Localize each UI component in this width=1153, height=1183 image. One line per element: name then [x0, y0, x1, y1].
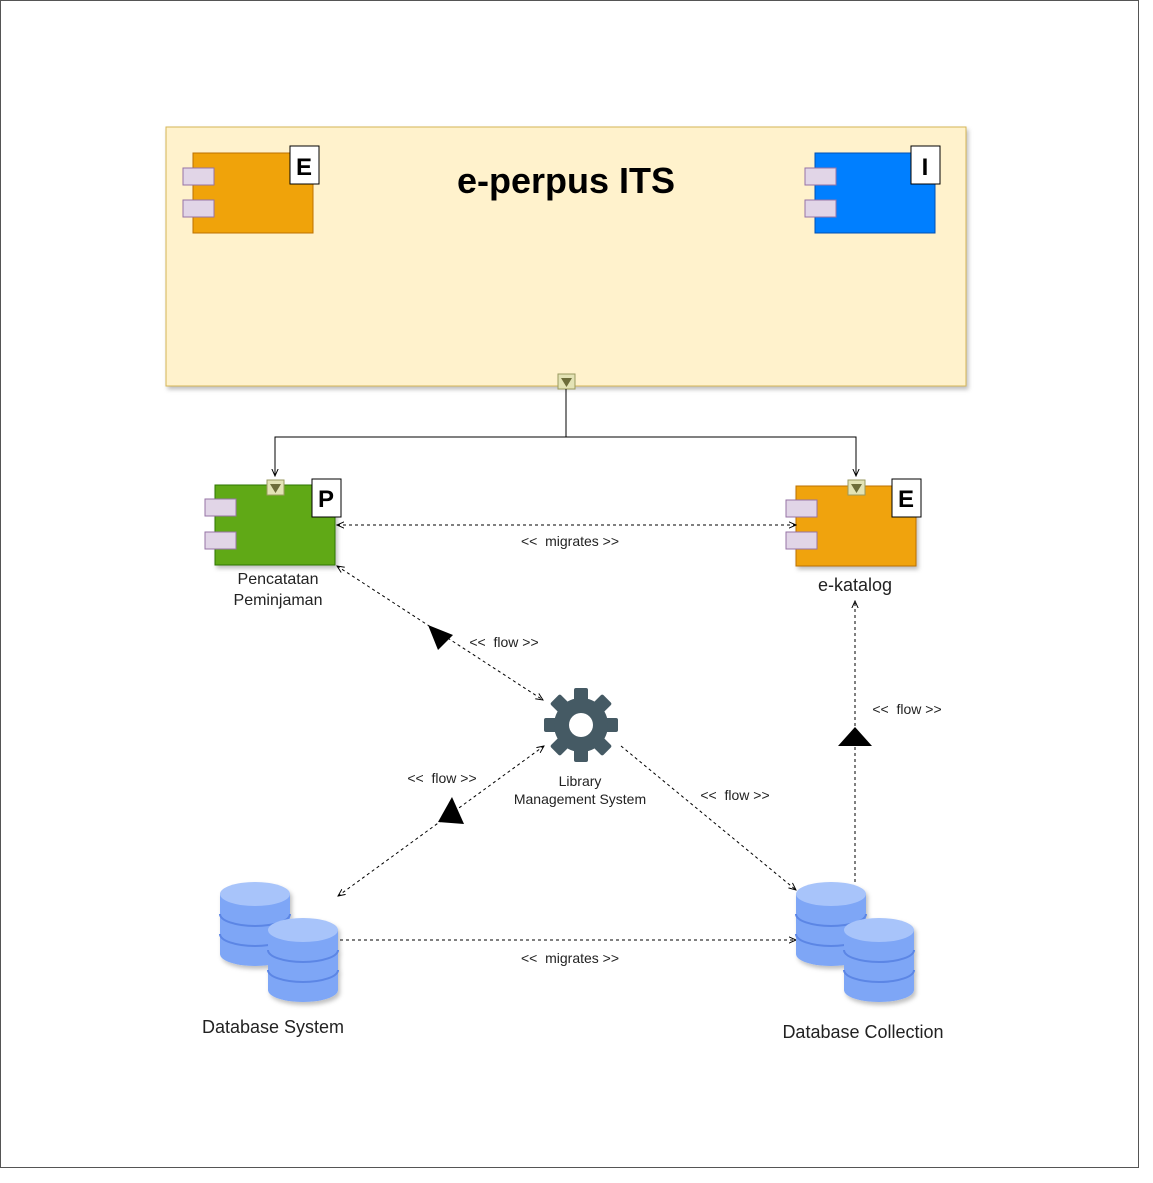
- pencatatan-ports: [204, 478, 342, 550]
- database-system-icon[interactable]: [219, 881, 339, 1003]
- container-component-orange[interactable]: [182, 145, 320, 234]
- database-collection-icon[interactable]: [795, 881, 915, 1003]
- container-tag-right: I: [922, 154, 929, 181]
- flow-lms-dbcollection-connector: [620, 745, 796, 890]
- ekatalog-ports: [785, 478, 922, 550]
- pencatatan-label-line1: Pencatatan: [238, 571, 319, 588]
- migrates-top-label: << migrates >>: [521, 533, 619, 549]
- ekatalog-label: e-katalog: [818, 575, 892, 595]
- flow-pencatatan-lms-direction-icon: [428, 625, 453, 650]
- pencatatan-label-line2: Peminjaman: [234, 592, 323, 609]
- container-port-down-icon: [557, 373, 576, 390]
- flow-dbcollection-ekatalog-label: << flow >>: [872, 701, 941, 717]
- container-to-components-connector: [275, 389, 856, 476]
- flow-lms-dbsystem-direction-icon: [438, 797, 464, 824]
- flow-lms-dbcollection-label: << flow >>: [700, 787, 769, 803]
- lms-label-line1: Library: [559, 773, 602, 789]
- container-component-blue[interactable]: [804, 145, 941, 234]
- lms-label-line2: Management System: [514, 791, 646, 807]
- container-tag-left: E: [296, 154, 312, 181]
- flow-pencatatan-lms-label: << flow >>: [469, 634, 538, 650]
- flow-lms-dbsystem-label: << flow >>: [407, 770, 476, 786]
- ekatalog-tag: E: [898, 486, 914, 513]
- flow-dbcollection-ekatalog-direction-icon: [838, 727, 872, 746]
- container-title: e-perpus ITS: [457, 160, 675, 201]
- migrates-bottom-label: << migrates >>: [521, 950, 619, 966]
- db-system-label: Database System: [202, 1017, 344, 1037]
- db-collection-label: Database Collection: [782, 1022, 943, 1042]
- gear-icon[interactable]: [544, 688, 618, 762]
- pencatatan-tag: P: [318, 486, 334, 513]
